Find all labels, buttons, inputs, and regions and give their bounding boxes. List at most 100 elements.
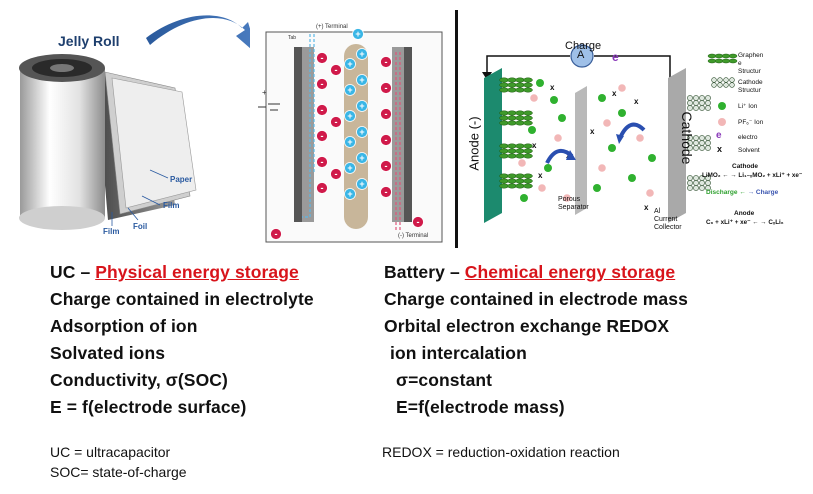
svg-text:-: -	[385, 57, 388, 67]
anion-icon: -	[380, 82, 392, 94]
ammeter-icon	[570, 44, 594, 68]
left-electrode	[302, 47, 314, 222]
li-ion-icon	[608, 144, 616, 152]
uc-line: Solvated ions	[50, 343, 166, 363]
battery-plus-sign: +	[262, 88, 267, 97]
cathode-structure-icon	[687, 135, 711, 151]
svg-text:+: +	[355, 29, 360, 39]
anion-icon: -	[330, 168, 342, 180]
battery-graphic: xxxxxxxx	[482, 44, 738, 223]
svg-text:-: -	[275, 229, 278, 239]
terminal-bottom-label: (-) Terminal	[398, 233, 429, 239]
graphene-stack-icon	[499, 110, 533, 126]
uc-heading: UC – Physical energy storage	[50, 262, 299, 283]
battery-heading: Battery – Chemical energy storage	[384, 262, 675, 283]
legend-text: e	[738, 60, 742, 67]
collector-label-line: Current	[654, 216, 678, 223]
li-ion-icon	[550, 96, 558, 104]
cation-icon: +	[352, 28, 364, 40]
cathode-label: Cathode	[679, 111, 695, 165]
anion-icon: -	[316, 104, 328, 116]
li-ion-icon	[618, 109, 626, 117]
graphene-stack-icon	[499, 143, 533, 159]
ammeter-label: A	[577, 49, 585, 61]
anion-icon: -	[316, 156, 328, 168]
legend-graphene: Graphen e Structur	[738, 52, 763, 76]
solvent-icon: x	[590, 127, 595, 136]
roll-cylinder	[20, 68, 105, 218]
discharge-label: Discharge	[706, 189, 738, 196]
anion-icon: -	[380, 56, 392, 68]
anion-icon: -	[316, 78, 328, 90]
right-electrode	[392, 47, 404, 222]
cathode-structure-icon	[687, 95, 711, 111]
legend-solvent: Solvent	[738, 147, 760, 154]
solvent-icon: x	[532, 141, 537, 150]
svg-text:+: +	[359, 75, 364, 85]
pf6-ion-icon	[646, 189, 654, 197]
svg-text:-: -	[321, 79, 324, 89]
anode-plate	[484, 68, 502, 223]
label-paper: Paper	[170, 175, 193, 184]
solvent-icon: x	[634, 97, 639, 106]
collector-label-line: Al	[654, 208, 661, 215]
anode-reaction: C₆ + xLi⁺ + xe⁻ ← → CₓLi₆	[706, 219, 784, 226]
cation-icon: +	[356, 178, 368, 190]
anode-label: Anode (-)	[466, 116, 482, 171]
uc-cell-diagram: -++---++--++---++--++---++---+ (+) Termi…	[258, 22, 448, 247]
cation-icon: +	[344, 136, 356, 148]
anion-icon: -	[316, 182, 328, 194]
cation-icon: +	[344, 162, 356, 174]
svg-text:+: +	[359, 179, 364, 189]
anion-icon: -	[330, 116, 342, 128]
footnote-redox: REDOX = reduction-oxidation reaction	[382, 444, 620, 460]
charge-arrows: →	[747, 189, 756, 196]
cathode-reaction-title: Cathode	[732, 163, 758, 170]
svg-text:+: +	[347, 163, 352, 173]
pf6-ion-icon	[530, 94, 538, 102]
anion-icon: -	[380, 108, 392, 120]
anion-icon: -	[412, 216, 424, 228]
label-foil: Foil	[133, 222, 148, 231]
cation-icon: +	[344, 188, 356, 200]
li-ion-icon	[598, 94, 606, 102]
pf6-ion-icon	[518, 159, 526, 167]
battery-line: Charge contained in electrode mass	[384, 289, 688, 309]
legend-li-ion: Li⁺ Ion	[738, 103, 758, 110]
anion-icon: -	[380, 134, 392, 146]
legend-pf6-ion-icon	[718, 118, 726, 126]
svg-text:-: -	[385, 161, 388, 171]
jelly-roll-illustration: Jelly Roll Paper Film Foil Film	[0, 0, 258, 245]
anion-icon: -	[316, 52, 328, 64]
separator-label-line: Porous	[558, 196, 581, 203]
uc-line: Charge contained in electrolyte	[50, 289, 314, 309]
jelly-roll-title: Jelly Roll	[58, 33, 120, 49]
solvent-icon: x	[612, 89, 617, 98]
charge-label: Charge	[565, 40, 602, 52]
legend-cathode-structure: Cathode Structur	[738, 79, 763, 95]
legend-text: Structur	[738, 68, 761, 75]
battery-line: E=f(electrode mass)	[396, 397, 565, 417]
legend-li-ion-icon	[718, 102, 726, 110]
left-current-collector	[294, 47, 302, 222]
cathode-reaction: LiMO₂ ← → Li₁₋ₓMO₂ + xLi⁺ + xe⁻	[702, 172, 803, 179]
svg-text:-: -	[321, 183, 324, 193]
li-ion-icon	[628, 174, 636, 182]
solvent-icon: x	[550, 83, 555, 92]
li-ion-icon	[544, 164, 552, 172]
svg-text:+: +	[347, 111, 352, 121]
legend-pf6-ion: PF₆⁻ Ion	[738, 119, 764, 126]
legend-text: Structur	[738, 87, 761, 94]
svg-text:-: -	[417, 217, 420, 227]
solvent-icon: x	[644, 203, 649, 212]
svg-text:-: -	[321, 157, 324, 167]
collector-label: Al Current Collector	[654, 208, 682, 232]
cation-icon: +	[356, 74, 368, 86]
svg-text:-: -	[385, 109, 388, 119]
legend-electron: electro	[738, 134, 758, 141]
svg-text:-: -	[385, 187, 388, 197]
discharge-arrows: ←	[739, 189, 748, 196]
svg-text:+: +	[359, 153, 364, 163]
anion-icon: -	[330, 64, 342, 76]
svg-text:-: -	[335, 65, 338, 75]
